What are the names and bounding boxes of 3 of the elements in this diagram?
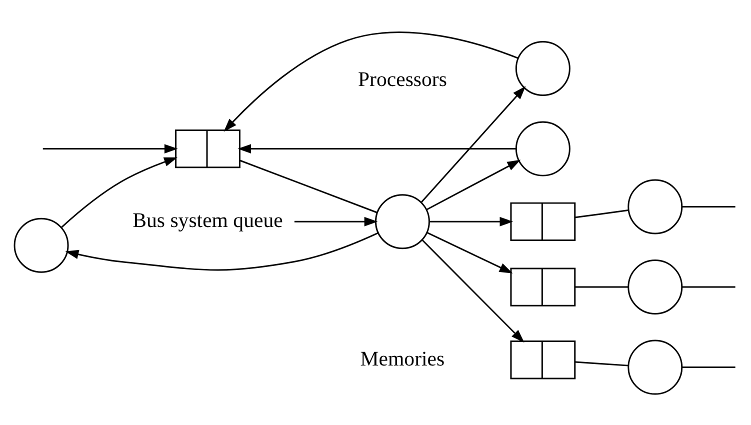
- node-text: Bus system queue: [132, 208, 283, 232]
- label: Processors: [358, 67, 447, 90]
- label: Memories: [360, 346, 445, 370]
